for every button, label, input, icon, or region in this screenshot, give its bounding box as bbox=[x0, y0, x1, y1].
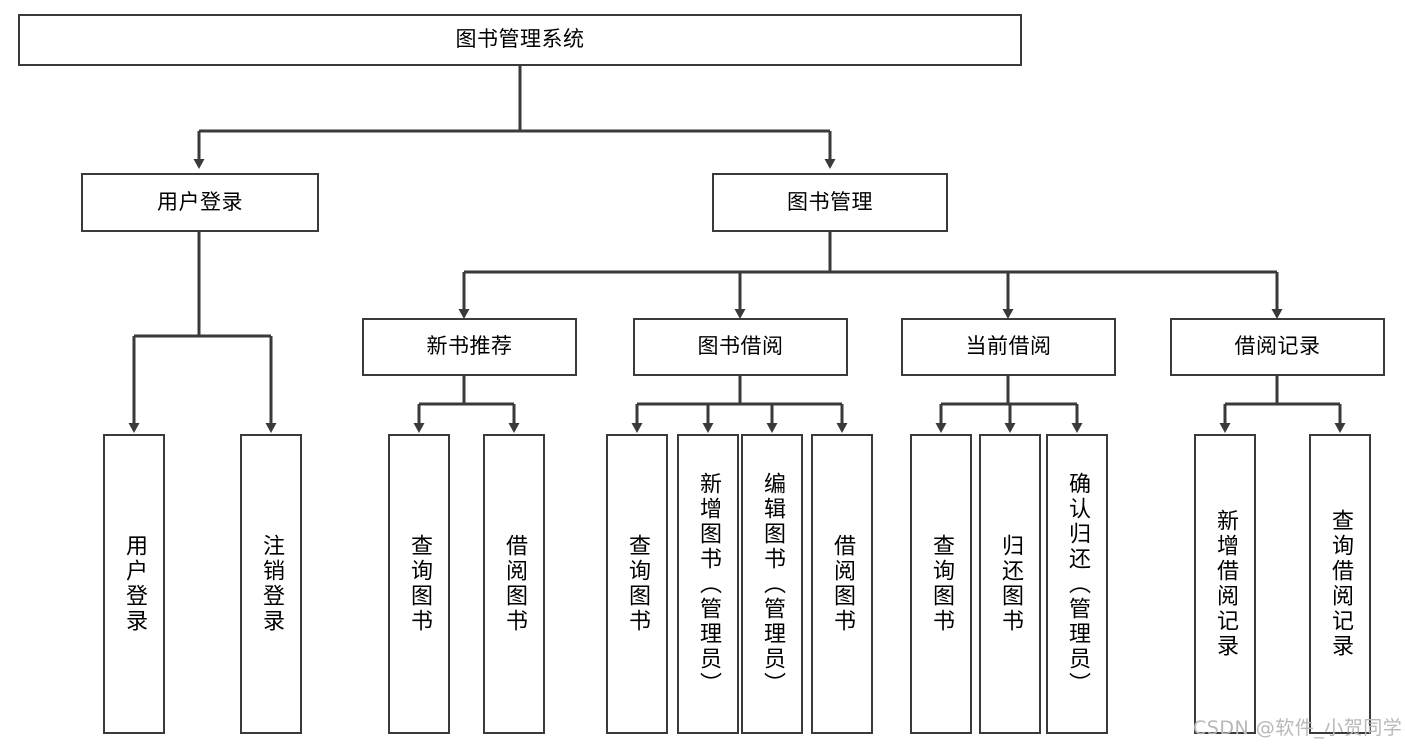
node-leaf-query-record[interactable]: 查询借阅记录 bbox=[1309, 434, 1371, 734]
node-leaf-query-book-1[interactable]: 查询图书 bbox=[388, 434, 450, 734]
node-leaf-edit-book-label: 编辑图书（管理员） bbox=[759, 471, 785, 697]
node-book-manage-label: 图书管理 bbox=[787, 189, 873, 214]
node-leaf-borrow-book-1[interactable]: 借阅图书 bbox=[483, 434, 545, 734]
node-leaf-query-book-2-label: 查询图书 bbox=[624, 534, 650, 634]
node-borrow-record[interactable]: 借阅记录 bbox=[1170, 318, 1385, 376]
node-leaf-query-book-3-label: 查询图书 bbox=[928, 534, 954, 634]
node-leaf-query-book-2[interactable]: 查询图书 bbox=[606, 434, 668, 734]
node-leaf-query-book-1-label: 查询图书 bbox=[406, 534, 432, 634]
node-book-borrow[interactable]: 图书借阅 bbox=[633, 318, 848, 376]
node-leaf-return-book-label: 归还图书 bbox=[997, 534, 1023, 634]
node-leaf-edit-book[interactable]: 编辑图书（管理员） bbox=[741, 434, 803, 734]
node-leaf-query-record-label: 查询借阅记录 bbox=[1327, 509, 1353, 659]
node-leaf-borrow-book-2-label: 借阅图书 bbox=[829, 534, 855, 634]
node-leaf-query-book-3[interactable]: 查询图书 bbox=[910, 434, 972, 734]
node-leaf-user-login-label: 用户登录 bbox=[121, 534, 147, 634]
node-leaf-logout[interactable]: 注销登录 bbox=[240, 434, 302, 734]
node-root-label: 图书管理系统 bbox=[455, 27, 585, 52]
node-leaf-confirm-return[interactable]: 确认归还（管理员） bbox=[1046, 434, 1108, 734]
node-new-book-recommend-label: 新书推荐 bbox=[426, 334, 513, 359]
node-leaf-borrow-book-2[interactable]: 借阅图书 bbox=[811, 434, 873, 734]
node-leaf-logout-label: 注销登录 bbox=[258, 534, 284, 634]
node-leaf-user-login[interactable]: 用户登录 bbox=[103, 434, 165, 734]
watermark-text: CSDN @软件_小贺同学 bbox=[1193, 717, 1403, 739]
node-leaf-add-record[interactable]: 新增借阅记录 bbox=[1194, 434, 1256, 734]
node-leaf-add-record-label: 新增借阅记录 bbox=[1212, 509, 1238, 659]
node-current-borrow[interactable]: 当前借阅 bbox=[901, 318, 1116, 376]
node-borrow-record-label: 借阅记录 bbox=[1234, 334, 1321, 359]
node-book-manage[interactable]: 图书管理 bbox=[712, 173, 948, 232]
node-leaf-return-book[interactable]: 归还图书 bbox=[979, 434, 1041, 734]
node-leaf-add-book[interactable]: 新增图书（管理员） bbox=[677, 434, 739, 734]
node-leaf-confirm-return-label: 确认归还（管理员） bbox=[1064, 471, 1090, 697]
node-leaf-borrow-book-1-label: 借阅图书 bbox=[501, 534, 527, 634]
node-user-login[interactable]: 用户登录 bbox=[81, 173, 319, 232]
node-user-login-label: 用户登录 bbox=[157, 189, 243, 214]
node-new-book-recommend[interactable]: 新书推荐 bbox=[362, 318, 577, 376]
node-leaf-add-book-label: 新增图书（管理员） bbox=[695, 471, 721, 697]
node-current-borrow-label: 当前借阅 bbox=[965, 334, 1052, 359]
node-root[interactable]: 图书管理系统 bbox=[18, 14, 1022, 66]
node-book-borrow-label: 图书借阅 bbox=[697, 334, 784, 359]
